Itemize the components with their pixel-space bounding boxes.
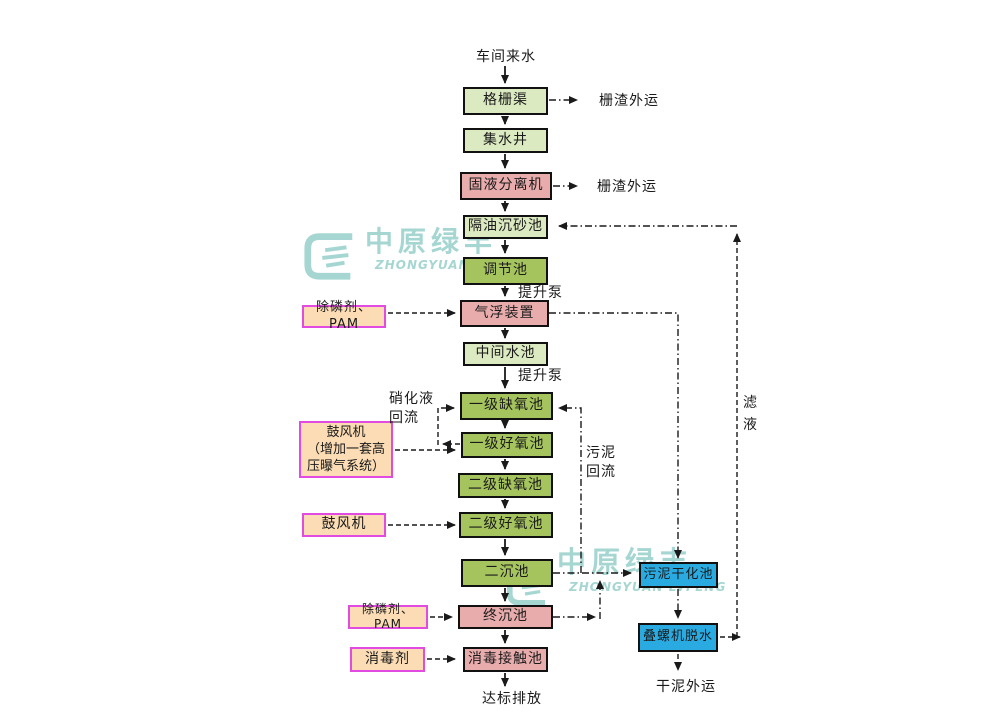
node-anoxic-tank-1: 一级缺氧池	[460, 392, 553, 420]
node-aerobic-tank-1: 一级好氧池	[461, 432, 553, 458]
node-air-flotation-unit: 气浮装置	[460, 300, 549, 327]
input-blower-2: 鼓风机	[302, 513, 386, 537]
node-oil-grit-chamber: 隔油沉砂池	[463, 215, 548, 239]
node-regulating-tank: 调节池	[463, 257, 548, 285]
label-nitrified-liquid-return: 硝化液 回流	[389, 391, 434, 426]
label-sludge-return: 污泥 回流	[586, 445, 616, 480]
node-collection-well: 集水井	[463, 128, 548, 153]
input-disinfectant: 消毒剂	[350, 647, 425, 672]
node-secondary-clarifier: 二沉池	[461, 559, 553, 587]
label-dry-sludge-out: 干泥外运	[656, 679, 716, 695]
label-filtrate: 滤 液	[743, 395, 758, 433]
label-screenings-out-1: 栅渣外运	[599, 93, 659, 109]
node-solid-liquid-separator: 固液分离机	[460, 172, 552, 200]
company-logo-icon	[304, 233, 353, 280]
node-aerobic-tank-2: 二级好氧池	[459, 512, 553, 538]
label-influent: 车间来水	[476, 49, 536, 65]
input-blower-1: 鼓风机 （增加一套高 压曝气系统）	[299, 421, 393, 478]
label-lift-pump-1: 提升泵	[518, 285, 563, 301]
node-sludge-drying-tank: 污泥干化池	[639, 562, 718, 588]
input-phosphorus-removal-pam-2: 除磷剂、PAM	[348, 602, 428, 631]
input-phosphorus-removal-pam-1: 除磷剂、PAM	[302, 300, 386, 332]
node-final-clarifier: 终沉池	[458, 605, 553, 629]
node-intermediate-tank: 中间水池	[463, 342, 548, 366]
label-lift-pump-2: 提升泵	[518, 368, 563, 384]
node-disinfection-contact-tank: 消毒接触池	[463, 647, 548, 672]
node-anoxic-tank-2: 二级缺氧池	[458, 473, 553, 498]
label-screenings-out-2: 栅渣外运	[597, 179, 657, 195]
label-discharge: 达标排放	[482, 691, 542, 707]
node-grating-channel: 格栅渠	[463, 87, 548, 115]
node-screw-press-dewatering: 叠螺机脱水	[638, 623, 718, 652]
